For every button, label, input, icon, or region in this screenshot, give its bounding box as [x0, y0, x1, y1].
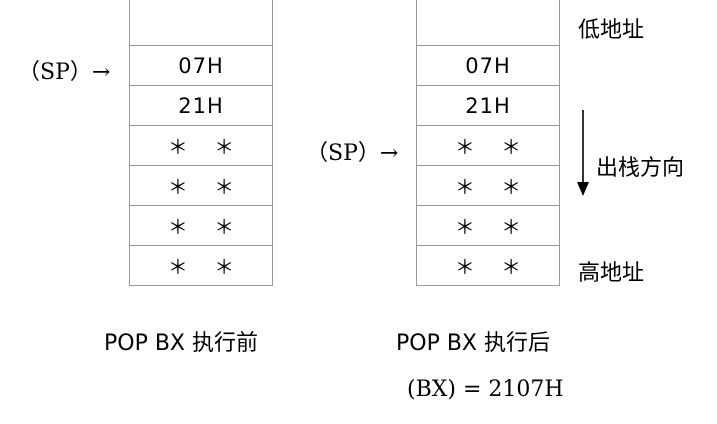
- down-arrow-icon: [577, 110, 589, 196]
- stack-cell: ＊ ＊: [417, 206, 559, 246]
- stack-cell: ＊ ＊: [130, 206, 272, 246]
- low-address-label: 低地址: [578, 18, 645, 43]
- stack-cell: [417, 0, 559, 46]
- pop-direction-label: 出栈方向: [596, 156, 685, 181]
- bx-result: (BX) = 2107H: [407, 377, 564, 402]
- stack-cell: ＊ ＊: [417, 246, 559, 286]
- stack-after: 07H 21H ＊ ＊ ＊ ＊ ＊ ＊ ＊ ＊: [416, 0, 560, 286]
- sp-pointer-after: （SP）→: [306, 141, 399, 166]
- stack-cell: 07H: [417, 46, 559, 86]
- stack-cell: ＊ ＊: [417, 166, 559, 206]
- caption-after: POP BX 执行后: [396, 331, 551, 356]
- stack-cell: 07H: [130, 46, 272, 86]
- stack-cell: [130, 0, 272, 46]
- stack-before: 07H 21H ＊ ＊ ＊ ＊ ＊ ＊ ＊ ＊: [129, 0, 273, 286]
- stack-cell: ＊ ＊: [130, 166, 272, 206]
- sp-pointer-before: （SP）→: [18, 60, 111, 85]
- stack-cell: ＊ ＊: [130, 126, 272, 166]
- stack-cell: ＊ ＊: [130, 246, 272, 286]
- caption-before: POP BX 执行前: [104, 331, 259, 356]
- stack-cell: 21H: [417, 86, 559, 126]
- stack-cell: ＊ ＊: [417, 126, 559, 166]
- high-address-label: 高地址: [578, 261, 645, 286]
- stack-cell: 21H: [130, 86, 272, 126]
